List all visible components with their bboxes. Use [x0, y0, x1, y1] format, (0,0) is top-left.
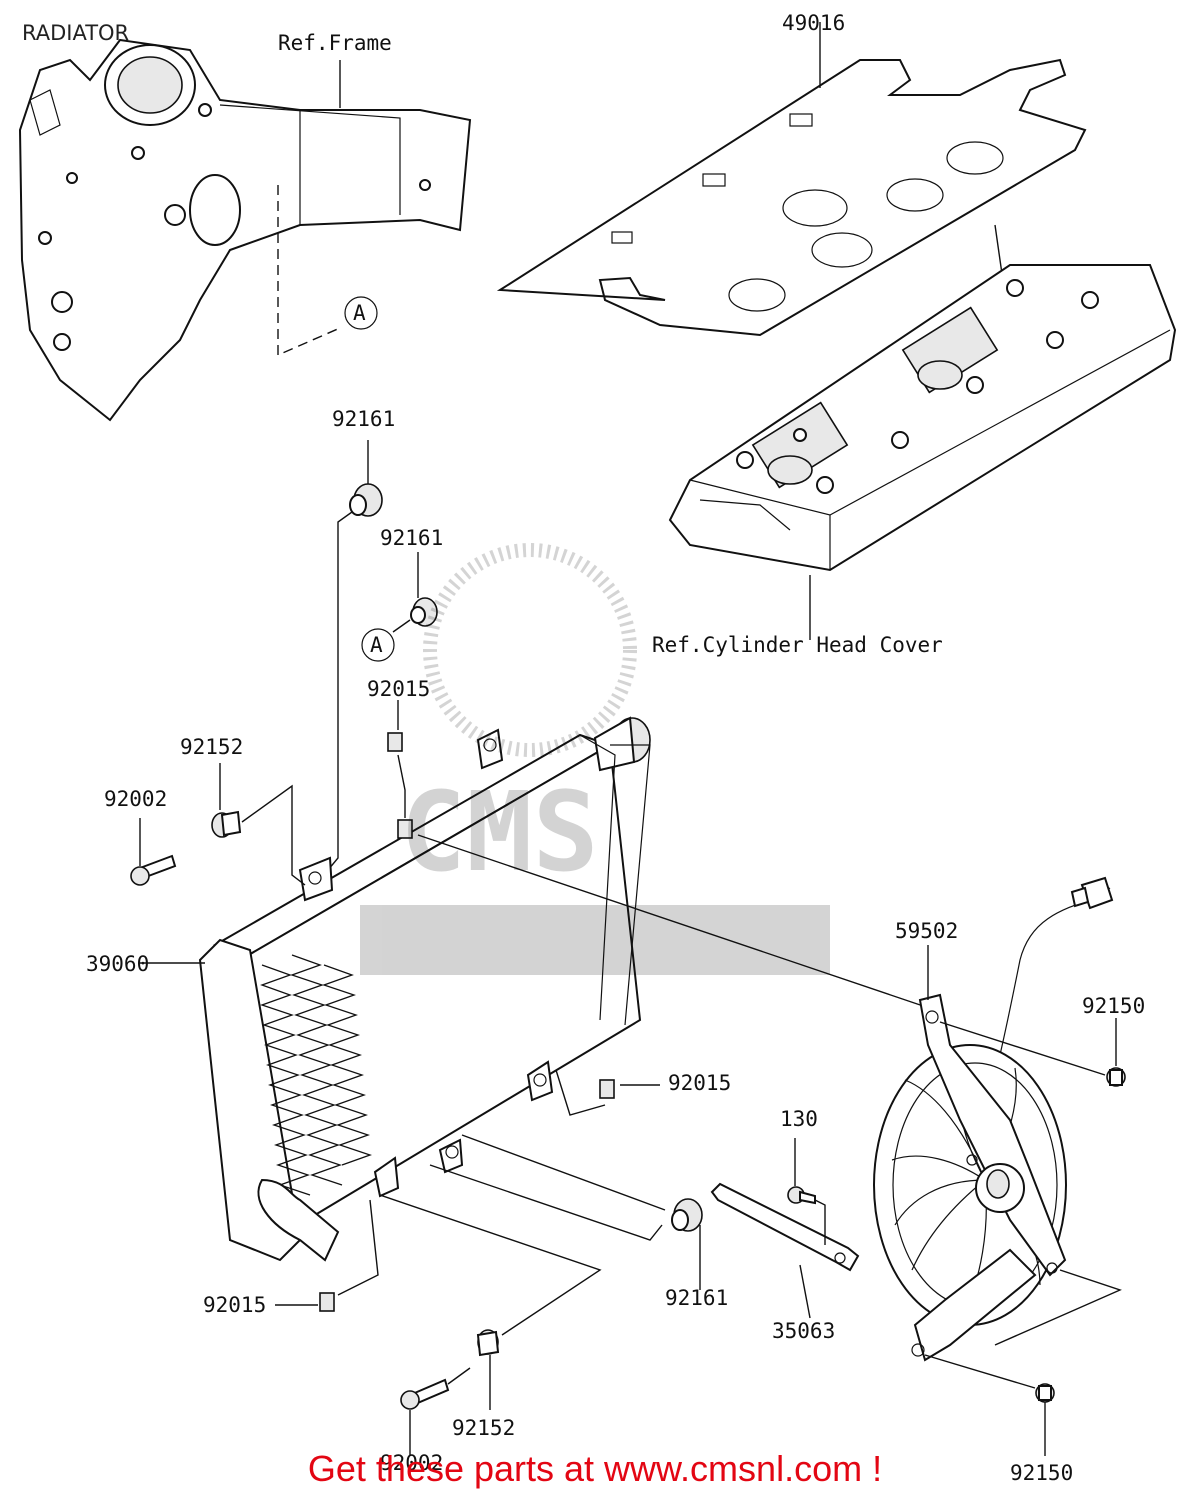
part-49016-drawing: 49016 — [496, 11, 1087, 337]
watermark-logo: CMS — [360, 543, 830, 975]
bracket-35063-drawing: 35063 130 — [710, 1107, 860, 1343]
marker-a-side-label: A — [370, 633, 383, 657]
part-39060-label: 39060 — [86, 952, 149, 976]
part-92161-label-second: 92161 — [380, 526, 443, 550]
footer-promo-link[interactable]: Get these parts at www.cmsnl.com ! — [307, 1448, 883, 1489]
clip-92015-right — [599, 1079, 615, 1099]
radiator-drawing: 39060 — [86, 716, 651, 1262]
part-92161-label-top: 92161 — [332, 407, 395, 431]
radiator-fins — [260, 954, 372, 1196]
lower-mounting-drawing: 92161 92152 92002 — [379, 1134, 728, 1475]
clips-92015-drawing: 92015 92015 92015 — [203, 677, 936, 1317]
part-92150-label-top: 92150 — [1082, 994, 1145, 1018]
part-92161-label-lower: 92161 — [665, 1286, 728, 1310]
ref-frame-label: Ref.Frame — [278, 31, 392, 55]
part-92150-label-bottom: 92150 — [1010, 1461, 1073, 1485]
part-92152-label-bottom: 92152 — [452, 1416, 515, 1440]
part-49016-label: 49016 — [782, 11, 845, 35]
part-35063-label: 35063 — [772, 1319, 835, 1343]
part-92015-label-bottom: 92015 — [203, 1293, 266, 1317]
svg-text:CMS: CMS — [400, 768, 599, 896]
diagram-title: RADIATOR — [22, 21, 129, 45]
marker-a-top — [344, 296, 378, 330]
fan-assembly-drawing: 59502 — [873, 876, 1114, 1362]
marker-a-top-label: A — [353, 301, 366, 325]
part-92002-label-top: 92002 — [104, 787, 167, 811]
frame-drawing: Ref.Frame A — [18, 31, 472, 422]
part-92002-label-bottom: 92002 — [380, 1451, 443, 1475]
part-130-label: 130 — [780, 1107, 818, 1131]
ref-head-cover-label: Ref.Cylinder Head Cover — [652, 633, 943, 657]
part-92161-upper-drawing: 92161 A 92161 — [327, 407, 443, 871]
marker-a-side — [361, 628, 395, 662]
part-92152-label-top: 92152 — [180, 735, 243, 759]
clip-92015-top — [387, 732, 403, 752]
part-92015-label-right: 92015 — [668, 1071, 731, 1095]
bolt-collar-upper-drawing: 92152 92002 — [104, 735, 306, 886]
bolts-92150-drawing: 92150 92150 — [924, 994, 1145, 1485]
cylinder-head-cover-drawing: Ref.Cylinder Head Cover — [652, 264, 1177, 657]
part-92015-label-top: 92015 — [367, 677, 430, 701]
part-59502-label: 59502 — [895, 919, 958, 943]
clip-92015-bottom — [319, 1292, 335, 1312]
